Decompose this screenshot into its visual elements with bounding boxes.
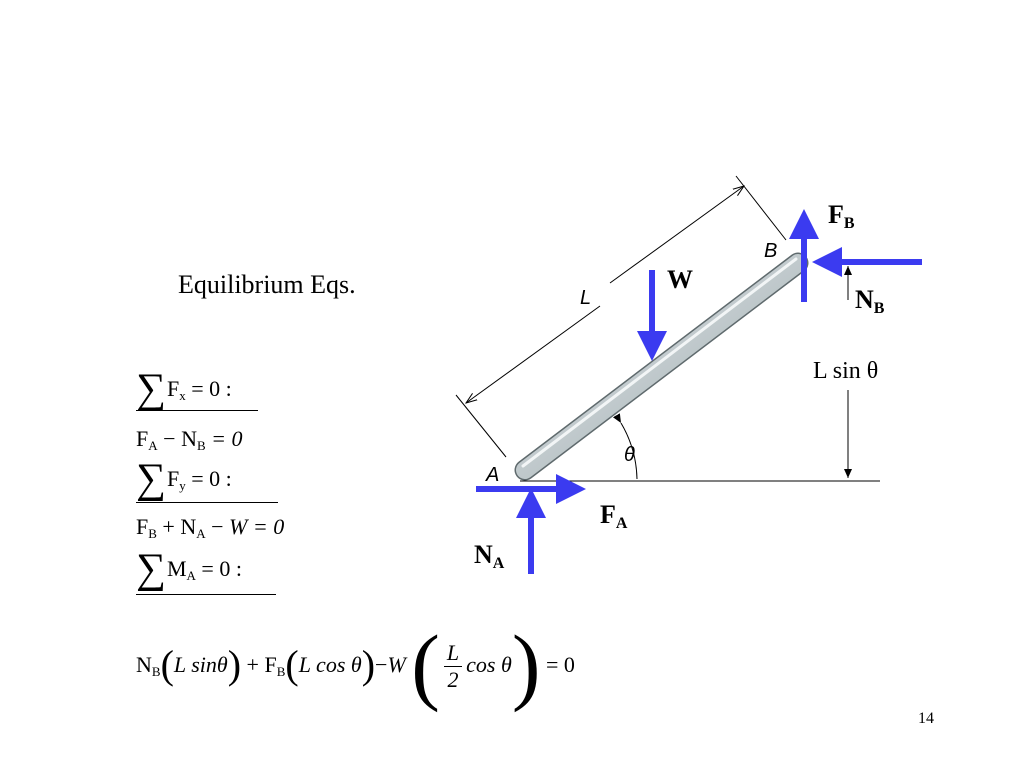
sum-fx-equation: ∑Fx = 0 : — [136, 366, 232, 412]
sigma-symbol: ∑ — [136, 366, 166, 412]
dimension-extension — [735, 175, 787, 241]
label-point-b: B — [764, 240, 778, 262]
label-force-fb: FB — [828, 200, 855, 232]
length-dimension-arrow — [466, 305, 601, 403]
divider — [136, 502, 278, 503]
label-weight: W — [667, 265, 693, 294]
equilibrium-title: Equilibrium Eqs. — [178, 270, 356, 299]
dimension-extension — [455, 394, 507, 458]
divider — [136, 410, 258, 411]
theta-arc — [612, 413, 638, 480]
rod — [516, 254, 807, 479]
fy-balance-equation: FB + NA − W = 0 — [136, 514, 285, 541]
sigma-symbol: ∑ — [136, 456, 166, 502]
label-point-a: A — [486, 464, 500, 486]
label-force-nb: NB — [855, 285, 885, 317]
length-dimension-arrow — [609, 186, 744, 284]
sum-moment-equation: ∑MA = 0 : — [136, 546, 242, 592]
label-l-sin-theta: L sin θ — [813, 358, 879, 384]
page-number: 14 — [918, 710, 934, 727]
divider — [136, 594, 276, 595]
label-force-na: NA — [474, 540, 505, 572]
rod-highlight — [521, 257, 798, 468]
sigma-symbol: ∑ — [136, 546, 166, 592]
label-length: L — [580, 287, 592, 309]
sum-fy-equation: ∑Fy = 0 : — [136, 456, 232, 502]
label-theta: θ — [624, 444, 635, 466]
fx-balance-equation: FA − NB = 0 — [136, 426, 243, 453]
label-force-fa: FA — [600, 500, 628, 532]
